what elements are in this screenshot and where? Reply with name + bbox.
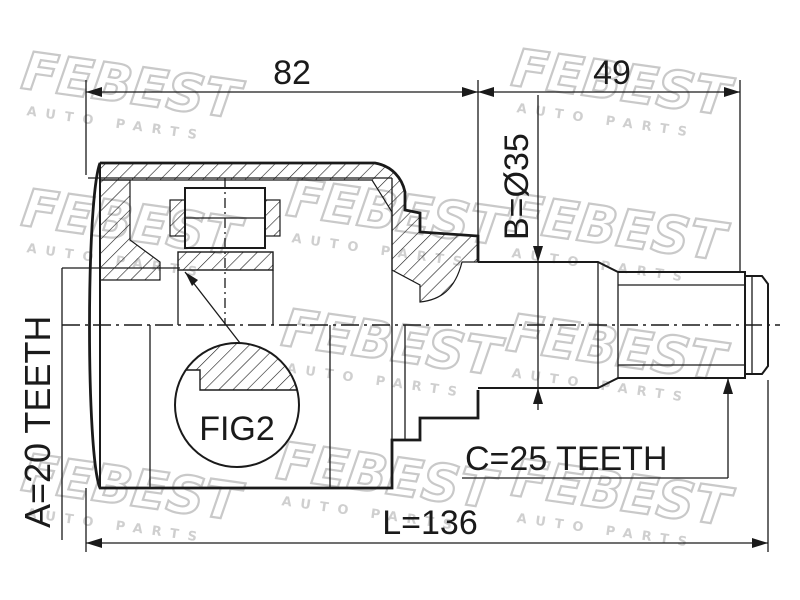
top-dimensions: 82 49 (85, 54, 741, 272)
housing-section-hatch (99, 162, 479, 303)
dim-l-arrow-left (86, 538, 102, 548)
spline-c-dimension: C=25 TEETH (462, 378, 733, 479)
diameter-b-arrow-top (533, 246, 543, 262)
dim-49-arrow-left (478, 87, 494, 97)
roller-left-cap (169, 199, 186, 237)
shaft-outline (478, 261, 769, 389)
diameter-b-dimension: B=Ø35 (498, 95, 543, 410)
housing (88, 161, 480, 490)
spline-a-label: A=20 TEETH (17, 316, 58, 528)
watermark-9: FEBEST AUTO PARTS (272, 430, 503, 534)
dim-l-label: L=136 (382, 504, 478, 542)
spline-c-label: C=25 TEETH (465, 440, 668, 478)
dim-l-arrow-right (752, 538, 768, 548)
fig2-label: FIG2 (199, 410, 275, 448)
watermark-7: FEBEST AUTO PARTS (502, 302, 733, 406)
dim-49-label: 49 (593, 54, 631, 92)
dim-82-arrow-left (86, 87, 102, 97)
fig2-leader (184, 271, 241, 344)
diameter-b-arrow-bottom (533, 388, 543, 404)
tripod-roller (169, 178, 281, 325)
spline-a-dimension: A=20 TEETH (17, 267, 180, 540)
fig2-leader-arrow (185, 272, 198, 286)
spider-hub (177, 251, 274, 271)
roller-right-cap (264, 199, 281, 237)
diameter-b-label: B=Ø35 (498, 133, 536, 240)
housing-inner-hatch (99, 179, 161, 281)
dim-82-label: 82 (273, 54, 311, 92)
spline-c-arrow (723, 378, 733, 394)
output-shaft (478, 261, 769, 389)
watermark-1: FEBEST AUTO PARTS (17, 40, 248, 144)
dim-82-arrow-right (462, 87, 478, 97)
total-length-dimension: L=136 (85, 380, 769, 552)
fig2-section-hatch (175, 343, 299, 391)
fig2-detail: FIG2 (174, 271, 300, 468)
dim-49-arrow-right (724, 87, 740, 97)
